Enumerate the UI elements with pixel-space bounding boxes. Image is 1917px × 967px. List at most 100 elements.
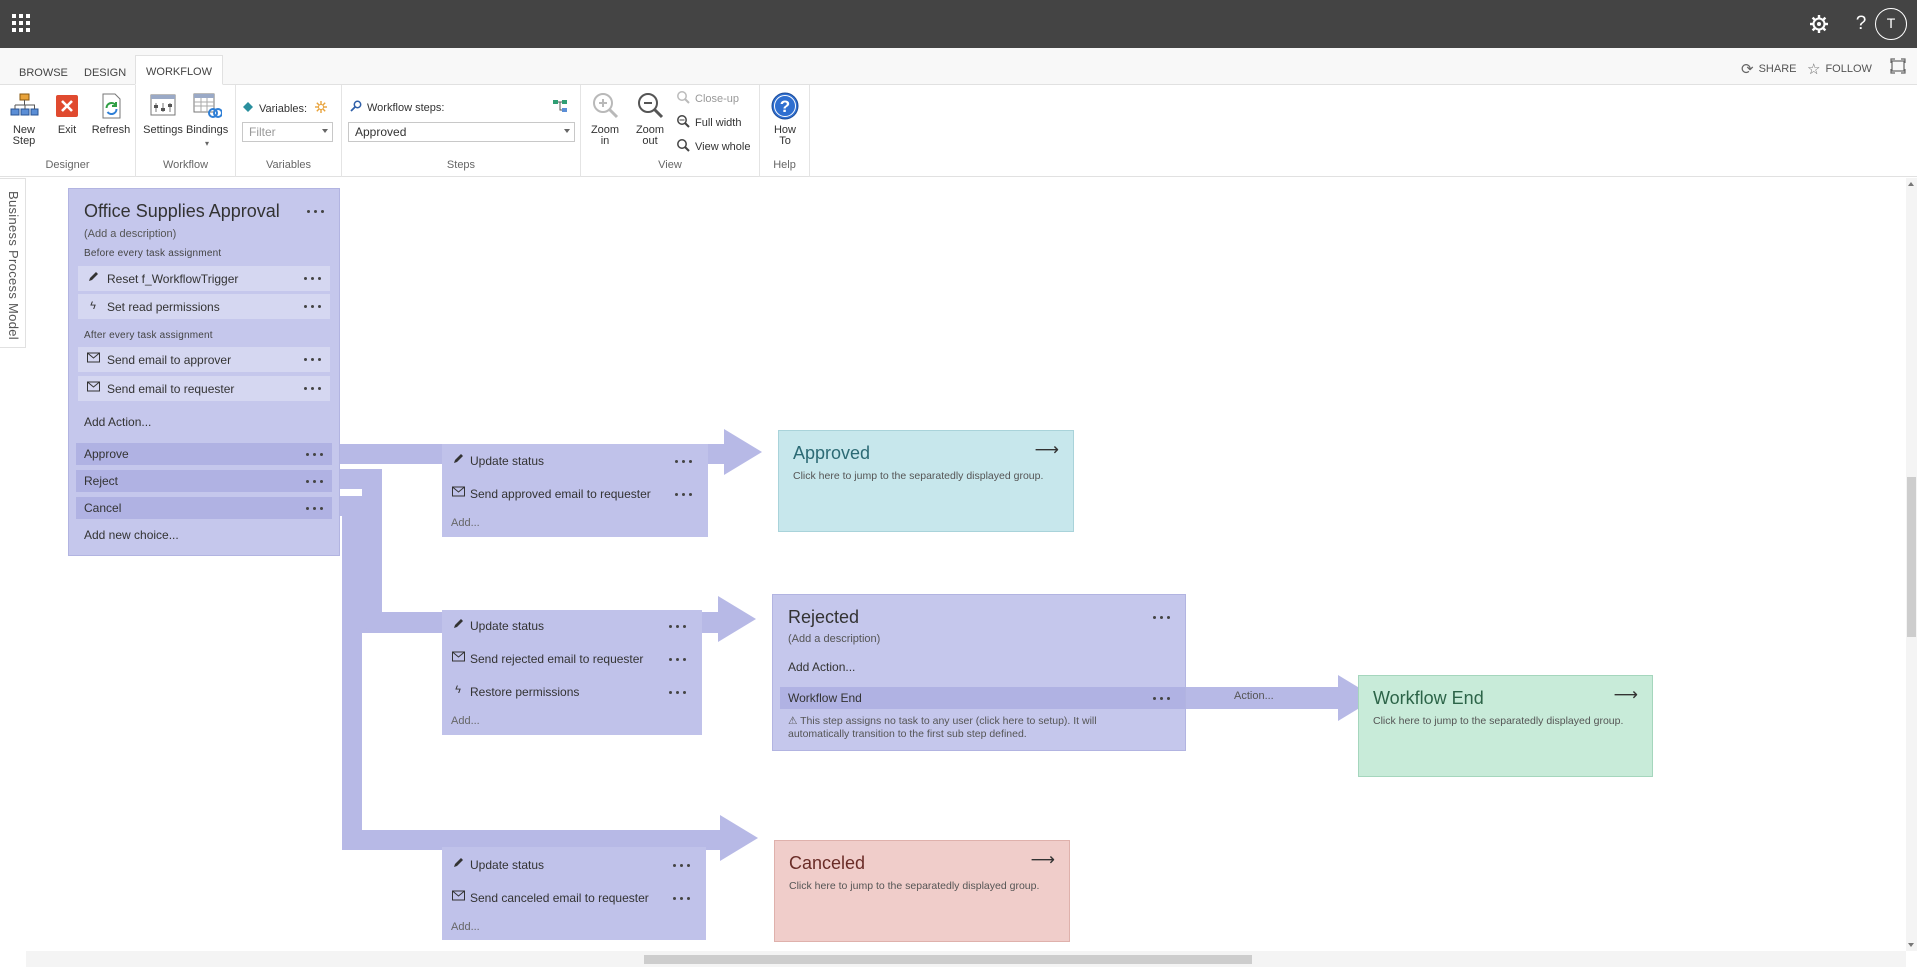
share-button[interactable]: ⟳SHARE — [1741, 60, 1796, 78]
transition-action-send-canceled-email[interactable]: Send canceled email to requester — [451, 886, 697, 910]
transition-action-send-rejected-email[interactable]: Send rejected email to requester — [451, 647, 693, 671]
focus-content-icon[interactable] — [1890, 58, 1906, 74]
more-options-icon[interactable] — [1151, 693, 1173, 703]
ribbon-tabs: BROWSE DESIGN WORKFLOW ⟳SHARE ☆FOLLOW — [0, 48, 1917, 85]
choice-cancel[interactable]: Cancel — [76, 497, 332, 519]
more-options-icon[interactable] — [304, 476, 326, 486]
transition-action-update-status[interactable]: Update status — [451, 614, 693, 638]
transition-action-update-status[interactable]: Update status — [451, 853, 697, 877]
variables-filter-input[interactable]: Filter — [242, 122, 333, 142]
refresh-button[interactable]: Refresh — [90, 91, 132, 136]
bindings-button[interactable]: Bindings ▾ — [186, 91, 228, 149]
target-workflow-end[interactable]: Workflow End ⟶ Click here to jump to the… — [1358, 675, 1653, 777]
more-options-icon[interactable] — [304, 503, 326, 513]
before-task-label: Before every task assignment — [84, 248, 222, 259]
choice-workflow-end[interactable]: Workflow End — [780, 687, 1185, 709]
workflow-steps-select[interactable]: Approved — [348, 122, 575, 142]
more-options-icon[interactable] — [673, 456, 695, 466]
zoom-in-label-2: in — [600, 135, 610, 147]
action-label: Send canceled email to requester — [470, 891, 649, 905]
add-action-link[interactable]: Add Action... — [788, 660, 856, 674]
workflow-end-connector — [1186, 687, 1338, 709]
scroll-down-icon[interactable] — [1908, 943, 1914, 947]
action-label: Reset f_WorkflowTrigger — [107, 272, 239, 286]
more-options-icon[interactable] — [1151, 612, 1173, 622]
more-options-icon[interactable] — [667, 654, 689, 664]
view-whole-button[interactable]: View whole — [676, 138, 750, 155]
more-options-icon[interactable] — [667, 687, 689, 697]
more-options-icon[interactable] — [667, 621, 689, 631]
group-workflow: Settings Bindings ▾ Workflow — [136, 85, 236, 177]
action-send-email-to-approver[interactable]: Send email to approver — [78, 347, 330, 372]
more-options-icon[interactable] — [304, 449, 326, 459]
tab-browse[interactable]: BROWSE — [19, 67, 68, 79]
zoom-in-button[interactable]: Zoom in — [584, 91, 626, 147]
how-to-button[interactable]: ? How To — [764, 91, 806, 147]
add-transition-action-link[interactable]: Add... — [451, 517, 480, 529]
app-launcher-icon[interactable] — [12, 14, 32, 34]
add-transition-action-link[interactable]: Add... — [451, 715, 480, 727]
horizontal-scrollbar[interactable] — [26, 951, 1906, 967]
stage-office-supplies-approval[interactable]: Office Supplies Approval (Add a descript… — [68, 188, 340, 556]
steps-tree-icon[interactable] — [552, 99, 568, 113]
scroll-up-icon[interactable] — [1908, 182, 1914, 186]
more-options-icon[interactable] — [305, 206, 327, 216]
exit-button[interactable]: Exit — [46, 91, 88, 136]
transition-action-update-status[interactable]: Update status — [451, 449, 699, 473]
target-description: Click here to jump to the separatedly di… — [789, 880, 1040, 892]
transition-action-send-approved-email[interactable]: Send approved email to requester — [451, 482, 699, 506]
search-icon — [350, 100, 362, 115]
action-send-email-to-requester[interactable]: Send email to requester — [78, 376, 330, 401]
more-options-icon[interactable] — [302, 354, 324, 364]
bindings-icon — [192, 91, 223, 121]
choice-approve[interactable]: Approve — [76, 443, 332, 465]
more-options-icon[interactable] — [302, 301, 324, 311]
stage-rejected[interactable]: Rejected (Add a description) Add Action.… — [772, 594, 1186, 751]
vertical-scroll-thumb[interactable] — [1907, 477, 1916, 637]
tab-workflow[interactable]: WORKFLOW — [135, 55, 223, 85]
full-width-button[interactable]: Full width — [676, 114, 741, 131]
group-title-help: Help — [773, 159, 796, 171]
more-options-icon[interactable] — [302, 383, 324, 393]
choice-label: Approve — [84, 447, 129, 461]
avatar[interactable]: T — [1875, 8, 1907, 40]
help-icon[interactable]: ? — [1855, 13, 1867, 34]
stage-description[interactable]: (Add a description) — [788, 633, 881, 645]
close-up-button[interactable]: Close-up — [676, 90, 739, 107]
transition-action-restore-permissions[interactable]: ϟ Restore permissions — [451, 680, 693, 704]
vertical-scrollbar[interactable] — [1906, 178, 1917, 951]
action-reset-workflow-trigger[interactable]: Reset f_WorkflowTrigger — [78, 266, 330, 291]
new-step-button[interactable]: New Step — [3, 91, 45, 147]
transition-action-link[interactable]: Action... — [1234, 690, 1274, 702]
add-transition-action-link[interactable]: Add... — [451, 921, 480, 933]
full-width-label: Full width — [695, 116, 742, 129]
add-new-choice-link[interactable]: Add new choice... — [84, 528, 179, 542]
business-process-model-tab[interactable]: Business Process Model — [0, 178, 26, 348]
add-action-link[interactable]: Add Action... — [84, 415, 152, 429]
no-task-warning[interactable]: ⚠ This step assigns no task to any user … — [788, 715, 1097, 727]
more-options-icon[interactable] — [671, 893, 693, 903]
add-variable-icon[interactable] — [314, 100, 328, 114]
target-approved[interactable]: Approved ⟶ Click here to jump to the sep… — [778, 430, 1074, 532]
action-set-read-permissions[interactable]: ϟ Set read permissions — [78, 294, 330, 319]
zoom-out-button[interactable]: Zoom out — [629, 91, 671, 147]
more-options-icon[interactable] — [671, 860, 693, 870]
follow-button[interactable]: ☆FOLLOW — [1807, 60, 1872, 78]
stage-title: Rejected — [788, 607, 860, 627]
stage-description[interactable]: (Add a description) — [84, 228, 177, 240]
gear-icon[interactable] — [1805, 10, 1833, 38]
horizontal-scroll-thumb[interactable] — [644, 955, 1252, 964]
settings-button[interactable]: Settings — [142, 91, 184, 136]
more-options-icon[interactable] — [673, 489, 695, 499]
bindings-label: Bindings — [186, 124, 229, 136]
tab-design[interactable]: DESIGN — [84, 67, 127, 79]
choice-reject[interactable]: Reject — [76, 470, 332, 492]
workflow-canvas: Office Supplies Approval (Add a descript… — [26, 178, 1906, 951]
refresh-icon — [96, 91, 126, 121]
group-title-view: View — [658, 159, 682, 171]
more-options-icon[interactable] — [302, 273, 324, 283]
target-canceled[interactable]: Canceled ⟶ Click here to jump to the sep… — [774, 840, 1070, 942]
group-title-steps: Steps — [446, 159, 476, 171]
mail-icon — [451, 890, 465, 904]
how-to-label-2: To — [779, 135, 791, 147]
